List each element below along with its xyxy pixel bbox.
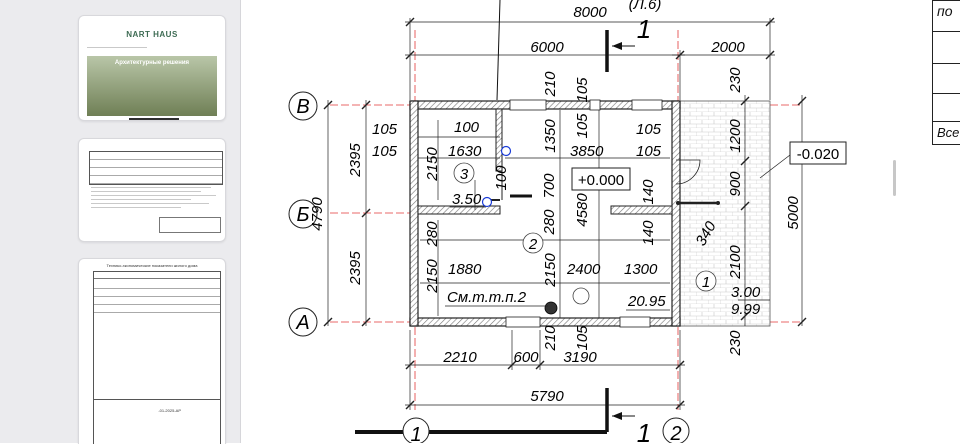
section-sheet-ref: (Л.6)	[629, 0, 662, 13]
level-floor-box	[571, 167, 631, 191]
dim-text: 2150	[424, 147, 441, 182]
axis-label-a: А	[295, 312, 309, 334]
floor-plan-drawing: В Б А 1 2 8000 (Л.6) 1 6000 2000 2210 60…	[288, 0, 847, 443]
dim-right-width: 2000	[710, 39, 745, 56]
dim-text: 105	[574, 113, 591, 139]
page-thumbnail-1[interactable]: NART HAUS Архитектурные решения	[78, 15, 226, 121]
thumbnail-line	[87, 47, 147, 48]
outer-walls	[409, 99, 720, 328]
dim-text: 210	[542, 71, 559, 98]
room-area-2: 20.95	[627, 293, 666, 310]
terrace-area	[679, 100, 771, 327]
dim-text: 210	[542, 325, 559, 352]
dim-text: 280	[541, 209, 558, 236]
room-number-1: 1	[702, 274, 710, 291]
room-area-1a: 3.00	[731, 284, 761, 301]
thumbnail-sheet-frame	[93, 271, 221, 444]
dim-text: 1300	[624, 261, 658, 278]
dim-230-bottom: 230	[727, 330, 744, 357]
dim-text: 105	[372, 121, 398, 138]
dim-900: 900	[727, 171, 744, 197]
dim-3190: 3190	[563, 349, 597, 366]
room-area-1b: 9.99	[731, 301, 761, 318]
axis-label-v: В	[296, 96, 309, 118]
axis-bubbles	[288, 91, 690, 443]
dim-2100: 2100	[727, 245, 744, 280]
table-total-label: Все	[937, 125, 960, 140]
dim-text: 100	[454, 119, 480, 136]
scrollbar-thumb[interactable]	[893, 160, 896, 196]
dim-1200: 1200	[727, 119, 744, 153]
dim-left-width: 6000	[530, 39, 564, 56]
dim-text: 700	[541, 173, 558, 199]
dim-text: 3850	[570, 143, 604, 160]
dim-text: 280	[424, 221, 441, 248]
specification-table-fragment: по 1 2 3 Все	[932, 0, 960, 145]
dim-230-top: 230	[727, 67, 744, 94]
boiler-marker	[544, 301, 558, 315]
section-number-bottom: 1	[637, 418, 651, 443]
dim-text: 105	[574, 77, 591, 103]
dim-text: 1630	[448, 143, 482, 160]
dim-5000: 5000	[785, 196, 802, 230]
room-number-2: 2	[528, 236, 538, 253]
axis-label-b: Б	[296, 204, 309, 226]
dim-2210: 2210	[442, 349, 477, 366]
thumbnail-cover-image	[87, 56, 217, 120]
axis-label-1: 1	[410, 424, 421, 443]
dim-text: 105	[636, 143, 662, 160]
dim-text: 1880	[448, 261, 482, 278]
thumbnail-brand-logo: NART HAUS	[126, 30, 178, 39]
dim-text: 105	[574, 325, 591, 351]
dim-text: 2150	[542, 253, 559, 288]
reference-note: См.т.т.п.2	[447, 289, 527, 306]
dim-5790: 5790	[530, 388, 564, 405]
dim-text: 140	[640, 179, 657, 205]
dim-text: 105	[372, 143, 398, 160]
dimension-lines	[327, 18, 803, 410]
dim-2395-lower: 2395	[347, 251, 364, 286]
fixture-marker	[481, 196, 493, 208]
thumbnail-doc-code: -01-2025-АР	[158, 408, 181, 413]
dim-text: 105	[636, 121, 662, 138]
section-number-top: 1	[637, 14, 651, 44]
thumbnail-table	[89, 151, 223, 185]
dim-4790: 4790	[309, 197, 326, 231]
thumbnail-cover-title: Архитектурные решения	[114, 60, 190, 66]
level-floor: +0.000	[578, 172, 624, 189]
level-outside: -0.020	[797, 146, 840, 163]
dim-text: 2150	[424, 259, 441, 294]
room-number-3: 3	[460, 166, 469, 183]
table-header: по	[937, 3, 953, 19]
thumbnail-heading: Технико-экономические показатели жилого …	[106, 263, 198, 268]
dim-total-width: 8000	[573, 4, 607, 21]
dimension-ticks	[323, 17, 807, 410]
page-thumbnail-3[interactable]: Технико-экономические показатели жилого …	[78, 258, 226, 444]
dim-text: 4580	[574, 193, 591, 227]
dim-text: 100	[493, 165, 510, 191]
dim-600: 600	[513, 349, 539, 366]
dim-text: 140	[640, 220, 657, 246]
dim-text: 2400	[566, 261, 601, 278]
page-thumbnail-sidebar: NART HAUS Архитектурные решения Технико-…	[0, 0, 241, 444]
axis-label-2: 2	[669, 423, 681, 443]
section-cut-markers	[355, 0, 635, 434]
fixture-marker	[500, 145, 512, 157]
level-tag-box	[789, 141, 847, 165]
dim-text: 1350	[542, 119, 559, 153]
room-area-3: 3.50	[452, 191, 482, 208]
thumbnail-house-image	[129, 118, 179, 120]
page-thumbnail-2[interactable]	[78, 138, 226, 242]
dim-2395-upper: 2395	[347, 143, 364, 178]
